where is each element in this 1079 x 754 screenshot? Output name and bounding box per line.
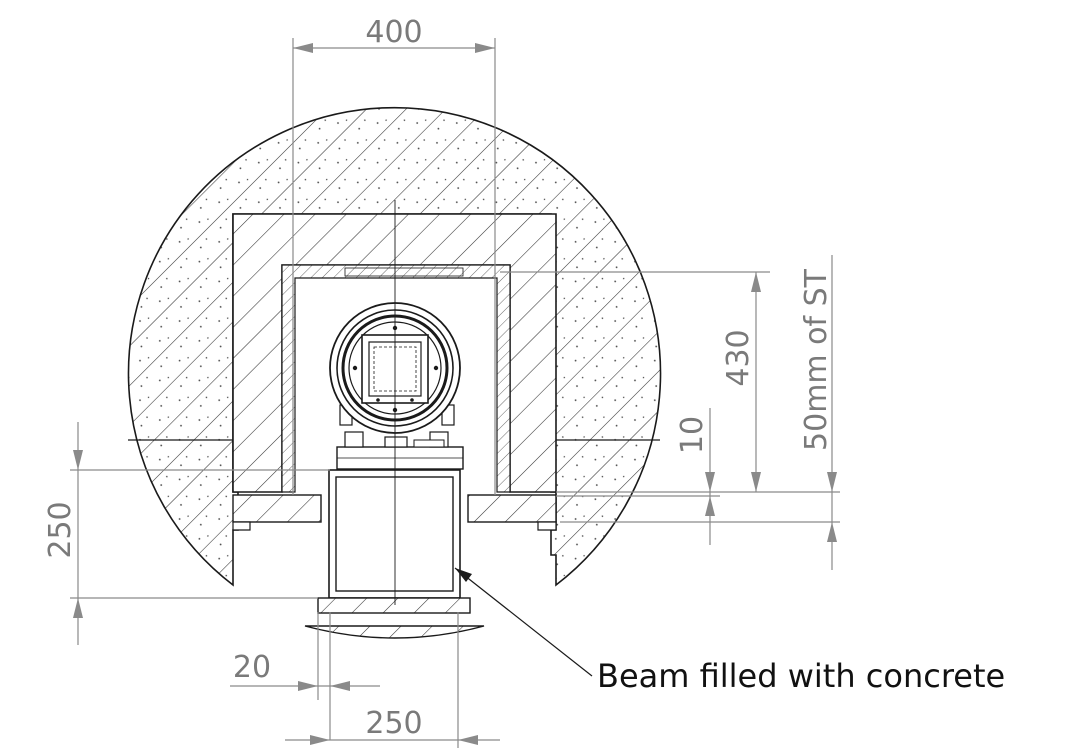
- dim-label-50mm-steel: 50mm of ST: [799, 268, 834, 451]
- concrete-filled-beam: [328, 469, 461, 599]
- dim-label-250-bottom: 250: [365, 706, 422, 741]
- dim-label-10: 10: [675, 416, 710, 454]
- steel-shield-u: [232, 213, 557, 493]
- dimension-arrowheads: [73, 43, 837, 745]
- dim-label-250-left: 250: [43, 501, 78, 558]
- dim-label-20: 20: [233, 650, 271, 685]
- magnet-assembly: [329, 302, 464, 470]
- beam-annotation-text: Beam filled with concrete: [597, 657, 1005, 695]
- dim-label-430: 430: [721, 329, 756, 386]
- beam-annotation-leader: [454, 567, 593, 677]
- dim-label-400: 400: [365, 15, 422, 50]
- left-ledge: [232, 494, 322, 531]
- right-ledge: [467, 494, 557, 531]
- base-plate: [317, 597, 471, 614]
- foundation-segment: [304, 625, 485, 639]
